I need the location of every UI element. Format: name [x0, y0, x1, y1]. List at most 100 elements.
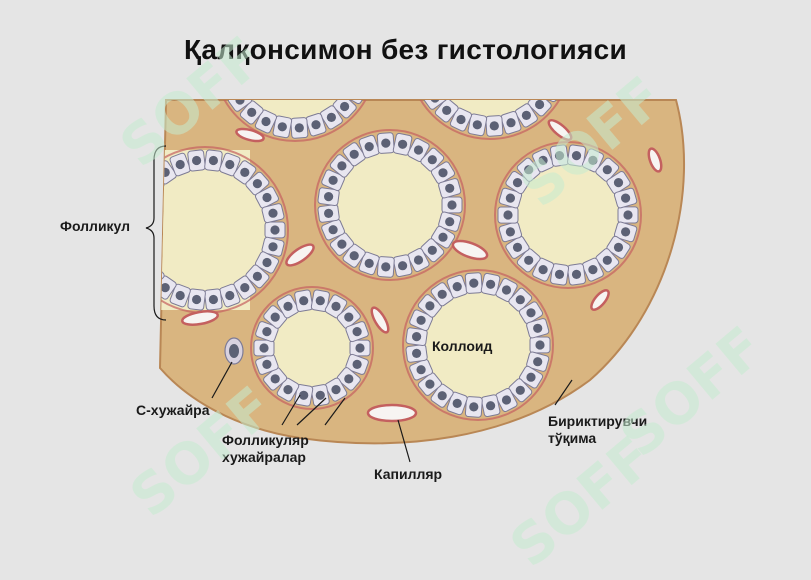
nucleus: [535, 340, 545, 350]
follicular-cell: [514, 0, 538, 13]
follicular-cell: [537, 13, 562, 37]
label-c-cell: С-хужайра: [136, 402, 210, 418]
follicular-cell: [305, 0, 326, 7]
follicle-top-left: [213, 0, 377, 142]
nucleus: [535, 100, 545, 110]
follicular-cell: [467, 0, 487, 3]
follicular-cell: [415, 72, 440, 94]
nucleus: [331, 301, 341, 311]
nucleus: [469, 278, 479, 288]
nucleus: [344, 312, 354, 322]
nucleus: [350, 88, 359, 97]
nucleus: [247, 107, 257, 117]
nucleus: [427, 155, 437, 165]
leader-lines: [145, 145, 573, 463]
nucleus: [350, 23, 359, 32]
nucleus: [240, 167, 250, 177]
nucleus: [422, 78, 431, 87]
nucleus: [138, 193, 147, 202]
nucleus: [486, 279, 496, 289]
follicular-cell: [500, 0, 521, 5]
nucleus: [535, 7, 544, 16]
c-cell: [224, 337, 244, 365]
nucleus: [192, 155, 202, 166]
nucleus: [283, 301, 293, 311]
follicular-cell: [332, 1, 358, 26]
nucleus: [621, 227, 631, 237]
follicular-cell: [412, 40, 434, 58]
follicular-cell: [349, 33, 372, 54]
nucleus: [425, 379, 435, 389]
follicular-cell: [220, 24, 245, 46]
nucleus: [381, 138, 391, 148]
nucleus: [398, 139, 408, 149]
nucleus: [427, 245, 437, 255]
nucleus: [416, 365, 426, 375]
nucleus: [352, 359, 362, 369]
nucleus: [412, 348, 422, 358]
nucleus: [299, 390, 309, 400]
thyroid-histology-diagram: [125, 0, 686, 463]
nucleus: [259, 343, 269, 353]
nucleus: [148, 179, 157, 188]
nucleus: [235, 100, 245, 105]
follicle-colloid: [402, 269, 554, 421]
nucleus: [148, 272, 157, 281]
label-follicle: Фолликул: [60, 218, 131, 234]
nucleus: [337, 161, 347, 171]
nucleus: [486, 401, 496, 411]
nucleus: [418, 62, 427, 71]
nucleus: [425, 301, 435, 311]
nucleus: [506, 118, 516, 128]
follicular-cell: [544, 31, 567, 52]
nucleus: [571, 151, 582, 161]
nucleus: [268, 242, 278, 252]
follicular-cell: [412, 57, 434, 75]
nucleus: [524, 165, 534, 175]
nucleus: [344, 374, 354, 384]
nucleus: [442, 1, 451, 10]
nucleus: [526, 372, 536, 382]
nucleus: [413, 255, 424, 265]
follicle-bottom-left: [250, 286, 374, 410]
nucleus: [413, 145, 424, 155]
nucleus: [262, 327, 272, 337]
nucleus: [132, 242, 141, 251]
nucleus: [515, 385, 525, 395]
follicular-cell: [272, 0, 292, 5]
nucleus: [356, 72, 365, 81]
nucleus: [621, 193, 631, 203]
label-connective-line2: тўқима: [548, 430, 597, 446]
capillary-labeled: [366, 403, 418, 423]
follicular-cell: [349, 67, 372, 88]
nucleus: [533, 323, 543, 333]
nucleus: [623, 210, 633, 220]
page-title: Қалқонсимон без гистологияси: [183, 34, 628, 65]
nucleus: [551, 37, 560, 46]
nucleus: [175, 159, 185, 170]
nucleus: [160, 283, 170, 293]
follicular-cell: [220, 74, 245, 96]
nucleus: [553, 53, 562, 62]
follicular-cell: [353, 52, 373, 68]
nucleus: [452, 282, 462, 292]
nucleus: [349, 251, 359, 261]
nucleus: [526, 308, 536, 318]
nucleus: [522, 0, 531, 5]
follicular-cell: [227, 8, 253, 33]
nucleus: [381, 262, 391, 272]
nucleus: [130, 225, 139, 234]
nucleus: [328, 175, 338, 185]
nucleus: [311, 120, 321, 130]
follicle-bracket: [145, 145, 167, 321]
label-colloid: Коллоид: [432, 338, 493, 354]
nucleus: [315, 390, 325, 400]
nucleus: [252, 271, 262, 281]
nucleus: [416, 315, 426, 325]
follicular-cell: [319, 0, 343, 15]
nucleus: [430, 100, 440, 103]
nucleus: [331, 385, 341, 395]
follicular-cell: [125, 237, 148, 257]
nucleus: [225, 290, 235, 301]
follicular-cell: [217, 59, 239, 77]
